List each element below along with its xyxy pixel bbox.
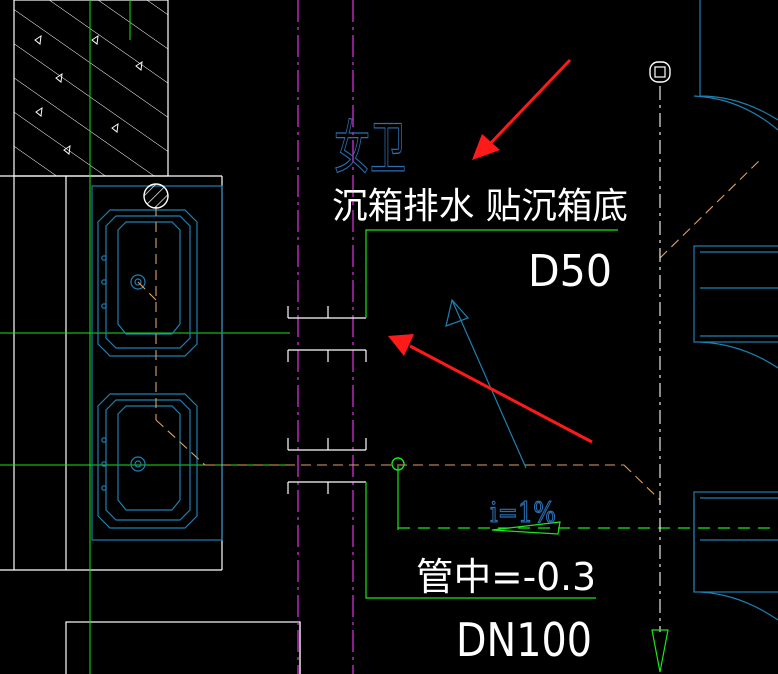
- red-arrow-icon: [388, 58, 593, 444]
- fixtures: [91, 0, 778, 621]
- slope-label: i=1%: [490, 496, 556, 529]
- fixture-cabinet: [91, 185, 223, 541]
- small-pipe-label: D50: [528, 246, 612, 297]
- pipe-center-label: 管中=-0.3: [416, 555, 596, 599]
- slope-arrow-icon: [445, 298, 561, 535]
- hatched-circle-icon: [143, 183, 169, 209]
- opening-ticks: [287, 306, 367, 494]
- walls: [0, 0, 301, 674]
- large-pipe-label: DN100: [456, 613, 592, 667]
- pipes: [137, 159, 761, 501]
- triangle-icon: [651, 629, 669, 673]
- green-circle-icon: [391, 457, 405, 471]
- riser-pipe: [649, 61, 671, 632]
- hatched-wall: [13, 0, 169, 177]
- square-circle-icon: [649, 61, 671, 83]
- wall-triangles: [34, 34, 143, 155]
- room-name-label: 女卫: [334, 114, 406, 182]
- leader-lines: [365, 229, 778, 599]
- drain-note-label: 沉箱排水 贴沉箱底: [332, 186, 628, 227]
